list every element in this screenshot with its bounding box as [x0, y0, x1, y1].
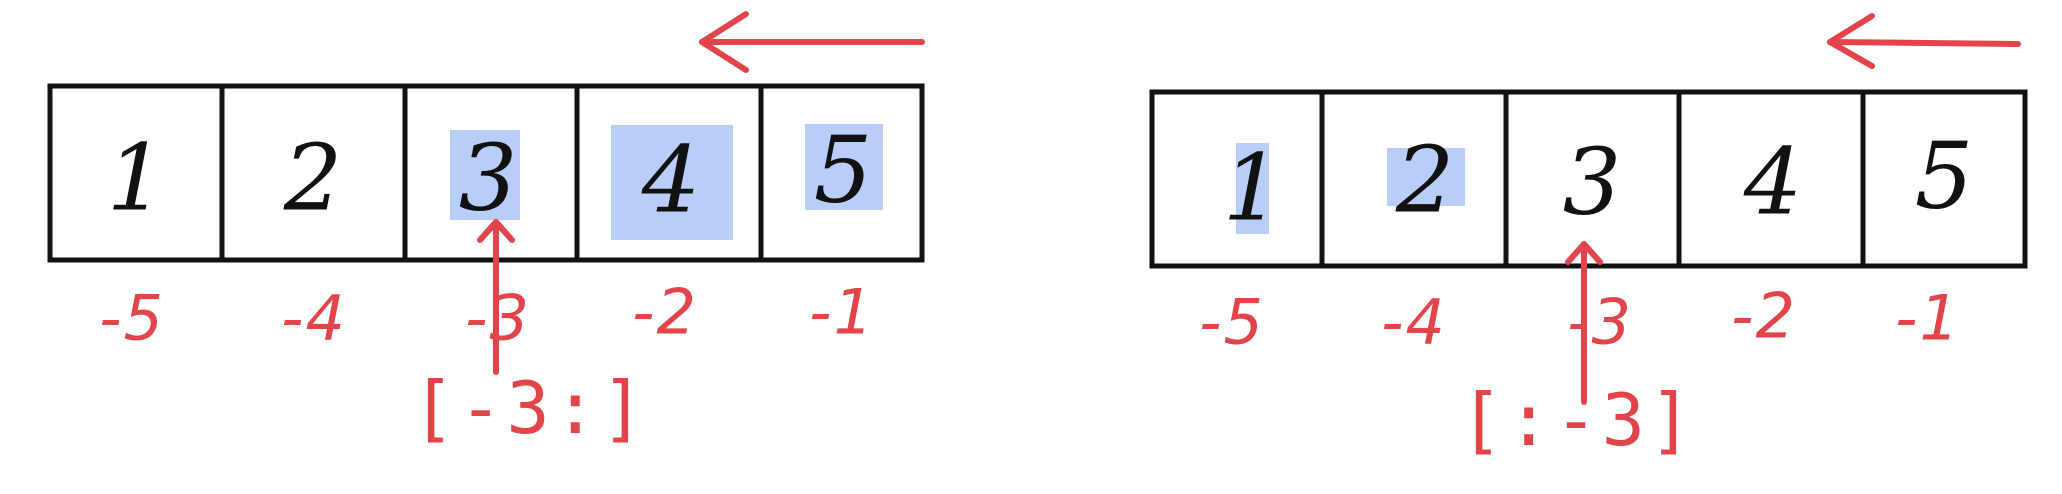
right-negative-indices: -5 -4 -3 -2 -1	[1199, 280, 1961, 359]
right-index-2: -3	[1567, 286, 1633, 359]
right-slice-label: [:-3]	[1460, 378, 1697, 462]
left-index-1: -4	[281, 282, 347, 355]
right-cell-0-value: 1	[1223, 135, 1282, 242]
right-cell-2-value: 3	[1563, 129, 1622, 236]
left-cell-1: 2	[219, 83, 408, 263]
right-cell-4-value: 5	[1915, 123, 1974, 230]
left-pointer-arrow-icon	[477, 219, 515, 375]
left-index-0: -5	[99, 282, 165, 355]
right-direction-arrow-icon	[1827, 13, 2021, 69]
panel-right: 1 2 3 4 5 -	[1149, 13, 2028, 462]
left-cell-1-value: 2	[283, 125, 343, 232]
left-cell-2: 3	[402, 83, 580, 263]
left-negative-indices: -5 -4 -3 -2 -1	[99, 276, 875, 355]
right-cell-2: 3	[1503, 89, 1682, 269]
left-cell-4-highlight	[805, 124, 883, 210]
right-index-0: -5	[1199, 286, 1265, 359]
right-index-1: -4	[1381, 286, 1447, 359]
left-cell-2-value: 3	[459, 125, 518, 232]
right-cell-0-highlight	[1236, 143, 1269, 234]
right-cell-4: 5	[1860, 89, 2028, 269]
left-index-3: -2	[632, 276, 698, 349]
left-direction-arrow-icon	[699, 11, 925, 73]
right-index-3: -2	[1731, 280, 1797, 353]
left-cell-3-highlight	[611, 125, 733, 240]
right-cell-1: 2	[1319, 89, 1509, 269]
right-array: 1 2 3 4 5	[1149, 89, 2028, 269]
right-cell-3: 4	[1676, 89, 1866, 269]
right-cell-3-value: 4	[1743, 129, 1803, 236]
right-cell-1-highlight	[1387, 148, 1465, 206]
right-pointer-arrow-icon	[1565, 241, 1603, 405]
panel-left: 1 2 3 4 5 -	[47, 11, 925, 450]
left-cell-3: 4	[574, 83, 764, 263]
left-index-4: -1	[809, 276, 875, 349]
right-cell-0: 1	[1149, 89, 1325, 269]
left-slice-label: [-3:]	[412, 366, 649, 450]
left-cell-0: 1	[47, 83, 225, 263]
left-cell-2-highlight	[450, 130, 520, 220]
right-cell-1-value: 2	[1395, 127, 1455, 234]
left-cell-4-value: 5	[814, 117, 873, 224]
left-cell-0-value: 1	[107, 125, 166, 232]
left-cell-3-value: 4	[641, 127, 701, 234]
left-cell-4: 5	[758, 83, 925, 263]
right-index-4: -1	[1895, 282, 1961, 355]
